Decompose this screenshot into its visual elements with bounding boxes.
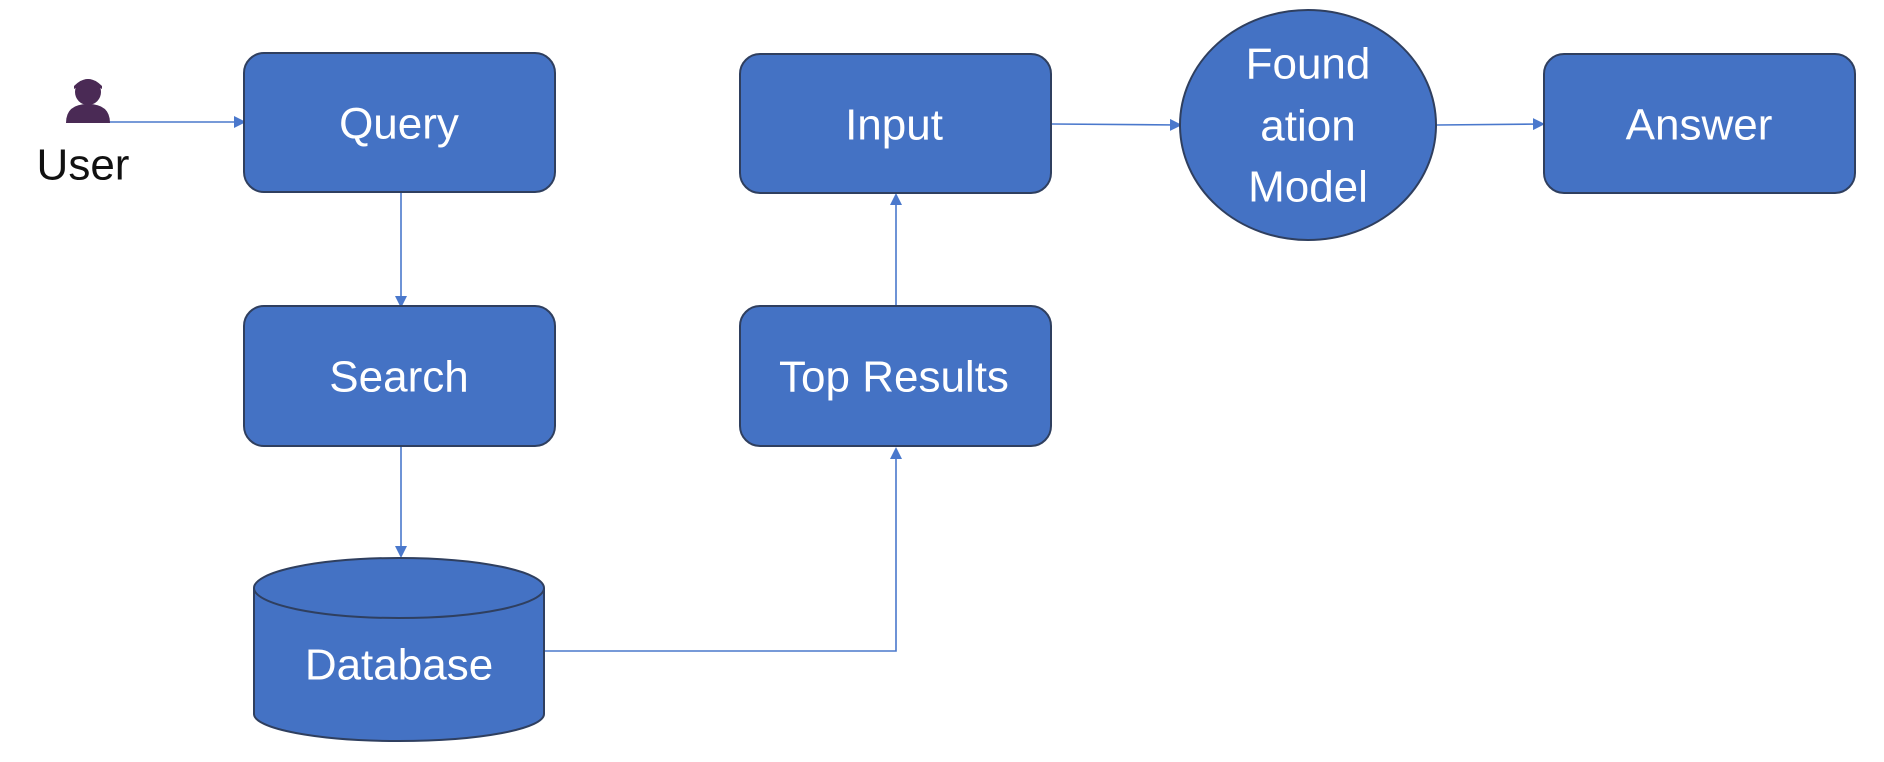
database-cylinder-body [253,588,545,742]
node-input: Input [739,53,1052,194]
top-results-box [739,305,1052,447]
search-label: Search [329,353,468,402]
node-answer: Answer [1543,53,1856,194]
edge-input-to-foundation-model [1051,118,1182,131]
input-label: Input [845,101,943,150]
top-results-label: Top Results [779,353,1009,402]
answer-label: Answer [1626,101,1773,150]
database-label: Database [305,641,493,690]
node-foundation-model: Found ation Model [1179,9,1437,241]
search-box [243,305,556,447]
foundation-model-label-line-3: Model [1248,163,1368,212]
answer-box [1543,53,1856,194]
node-top-results: Top Results [739,305,1052,447]
foundation-model-label-line-1: Found [1246,40,1371,89]
database-cylinder-top [253,557,545,619]
edge-database-to-top-results [545,447,902,652]
foundation-model-circle [1179,9,1437,241]
foundation-model-label-line-2: ation [1260,102,1355,151]
query-box [243,52,556,193]
node-database: Database [253,557,545,742]
query-label: Query [339,100,459,149]
user-label: User [37,141,130,190]
edge-foundation-model-to-answer [1436,118,1545,131]
user-actor: User [37,79,130,190]
input-box [739,53,1052,194]
edges [95,116,1545,652]
node-search: Search [243,305,556,447]
node-query: Query [243,52,556,193]
person-icon [66,79,110,123]
